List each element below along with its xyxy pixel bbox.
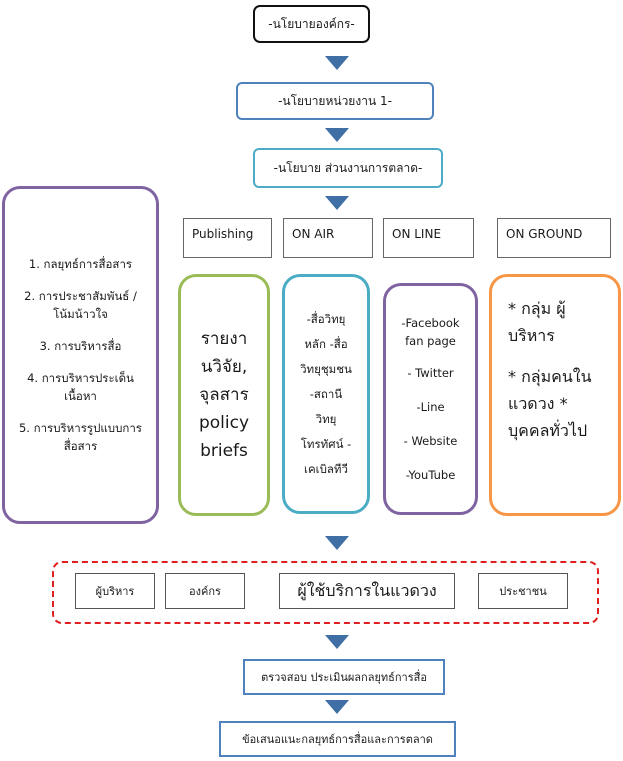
on-air-item: วิทยุชุมชน <box>300 361 352 376</box>
arrow-down-icon <box>325 196 349 210</box>
strategy-list-box: 1. กลยุทธ์การสื่อสาร 2. การประชาสัมพันธ์… <box>2 186 159 524</box>
on-air-item: วิทยุ <box>315 411 337 426</box>
on-air-box: -สื่อวิทยุ หลัก -สื่อ วิทยุชุมชน -สถานี … <box>282 274 370 514</box>
audience-organization-label: องค์กร <box>189 585 221 598</box>
recommendation-label: ข้อเสนอแนะกลยุทธ์การสื่อและการตลาด <box>242 733 433 746</box>
channel-on-ground-label: ON GROUND <box>506 227 583 241</box>
audience-service-users-label: ผู้ใช้บริการในแวดวง <box>297 580 437 600</box>
on-line-item: -Line <box>416 400 445 414</box>
channel-publishing: Publishing <box>183 218 272 258</box>
publishing-item: briefs <box>200 441 248 461</box>
on-air-item: เคเบิลทีวี <box>304 461 348 476</box>
org-policy-box: -นโยบายองค์กร- <box>253 5 370 43</box>
strategy-item: 3. การบริหารสื่อ <box>39 339 122 353</box>
marketing-policy-box: -นโยบาย ส่วนงานการตลาด- <box>253 148 443 188</box>
channel-publishing-label: Publishing <box>192 227 254 241</box>
publishing-item: รายงา <box>200 329 248 349</box>
on-ground-item: * กลุ่มคนใน แวดวง * บุคคลทั่วไป <box>508 367 592 440</box>
on-line-box: -Facebook fan page - Twitter -Line - Web… <box>383 283 478 515</box>
on-line-item: -Facebook fan page <box>401 316 460 348</box>
strategy-item: 2. การประชาสัมพันธ์ / โน้มน้าวใจ <box>24 289 137 321</box>
on-air-item: -สถานี <box>309 386 343 401</box>
audience-organization: องค์กร <box>165 573 245 609</box>
publishing-item: นวิจัย, <box>200 357 248 377</box>
marketing-policy-label: -นโยบาย ส่วนงานการตลาด- <box>273 160 423 175</box>
arrow-down-icon <box>325 635 349 649</box>
publishing-item: policy <box>198 413 250 433</box>
publishing-item: จุลสาร <box>199 385 249 405</box>
arrow-down-icon <box>325 700 349 714</box>
audience-public: ประชาชน <box>478 573 568 609</box>
evaluation-box: ตรวจสอบ ประเมินผลกลยุทธ์การสื่อ <box>243 659 445 695</box>
on-air-item: โทรทัศน์ - <box>300 436 352 451</box>
on-ground-item: * กลุ่ม ผู้บริหาร <box>508 299 566 345</box>
channel-on-ground: ON GROUND <box>497 218 611 258</box>
on-ground-box: * กลุ่ม ผู้บริหาร * กลุ่มคนใน แวดวง * บุ… <box>489 274 621 516</box>
channel-on-line-label: ON LINE <box>392 227 442 241</box>
audience-group <box>52 561 599 624</box>
on-air-item: -สื่อวิทยุ <box>306 311 346 326</box>
audience-public-label: ประชาชน <box>499 585 547 598</box>
channel-on-line: ON LINE <box>383 218 474 258</box>
on-line-item: - Website <box>403 434 458 448</box>
arrow-down-icon <box>325 536 349 550</box>
audience-executives-label: ผู้บริหาร <box>95 585 135 598</box>
on-line-item: -YouTube <box>405 468 456 482</box>
channel-on-air-label: ON AIR <box>292 227 335 241</box>
publishing-box: รายงา นวิจัย, จุลสาร policy briefs <box>178 274 270 516</box>
recommendation-box: ข้อเสนอแนะกลยุทธ์การสื่อและการตลาด <box>219 721 456 757</box>
unit-policy-label: -นโยบายหน่วยงาน 1- <box>278 93 392 108</box>
strategy-item: 4. การบริหารประเด็นเนื้อหา <box>27 371 134 403</box>
audience-service-users: ผู้ใช้บริการในแวดวง <box>279 573 455 609</box>
org-policy-label: -นโยบายองค์กร- <box>268 16 355 31</box>
unit-policy-box: -นโยบายหน่วยงาน 1- <box>236 82 434 120</box>
arrow-down-icon <box>325 128 349 142</box>
on-air-item: หลัก -สื่อ <box>304 336 348 351</box>
on-line-item: - Twitter <box>407 366 454 380</box>
strategy-item: 1. กลยุทธ์การสื่อสาร <box>28 257 133 271</box>
evaluation-label: ตรวจสอบ ประเมินผลกลยุทธ์การสื่อ <box>261 671 427 684</box>
strategy-item: 5. การบริหารรูปแบบการสื่อสาร <box>18 421 142 453</box>
arrow-down-icon <box>325 56 349 70</box>
audience-executives: ผู้บริหาร <box>75 573 155 609</box>
channel-on-air: ON AIR <box>283 218 373 258</box>
